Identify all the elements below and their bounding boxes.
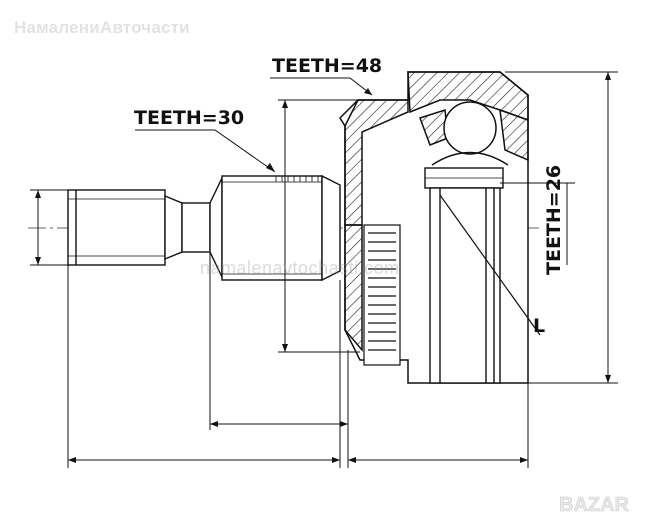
dimension-lines — [30, 71, 618, 468]
watermark-mid: namalenavtochasti.com — [200, 258, 400, 278]
ball-bearing — [431, 101, 509, 166]
inner-race — [424, 167, 504, 384]
marker-l-label: L — [533, 315, 545, 337]
teeth-26-label: TEETH=26 — [543, 165, 565, 275]
teeth-48-label: TEETH=48 — [272, 55, 382, 77]
svg-text:BAZAR: BAZAR — [559, 494, 630, 516]
watermark-top: НамалениАвточасти — [14, 18, 190, 37]
teeth-30-label: TEETH=30 — [134, 107, 244, 129]
arrowheads — [35, 72, 611, 463]
shaft-spline-ticks — [275, 176, 319, 182]
bazar-logo: BAZAR — [559, 494, 630, 517]
section-line — [439, 194, 541, 336]
threaded-shaft — [67, 174, 341, 282]
abs-ring — [363, 224, 401, 366]
